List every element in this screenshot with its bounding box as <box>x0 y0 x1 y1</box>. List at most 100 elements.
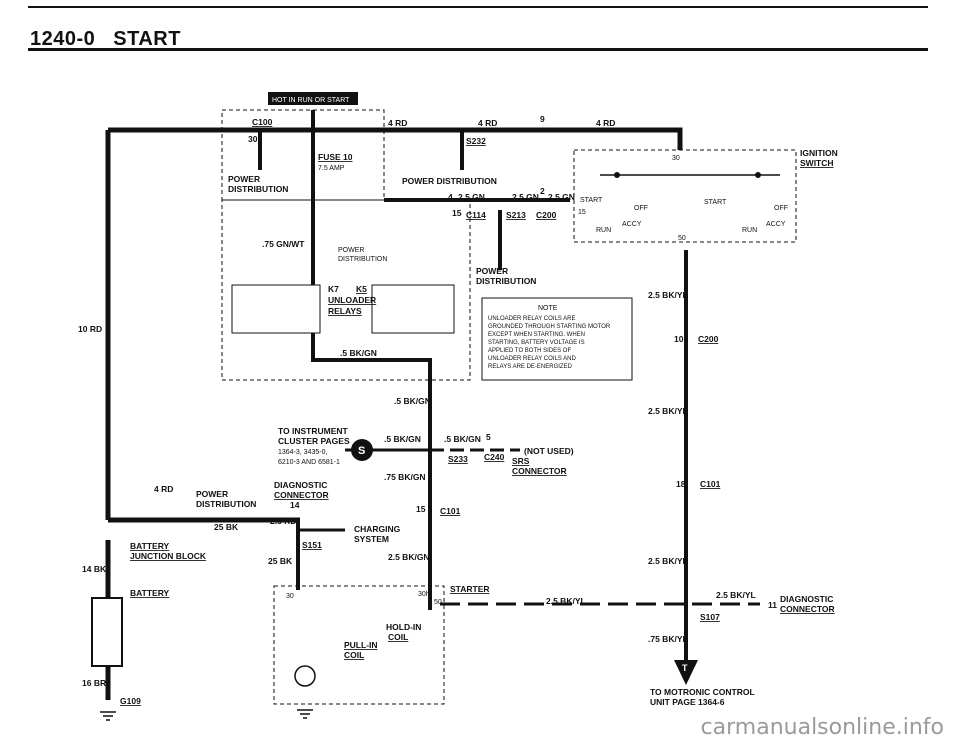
lbl-pin15b: 15 <box>578 209 586 216</box>
lbl-bkyl-c: 2.5 BK/YL <box>648 556 688 566</box>
lbl-s233: S233 <box>448 454 468 464</box>
lbl-75bkgn: .75 BK/GN <box>384 472 426 482</box>
wire-4rd <box>108 127 683 150</box>
page-title: START <box>113 28 181 50</box>
lbl-25bkgn: 2.5 BK/GN <box>388 552 430 562</box>
lbl-unit-page: UNIT PAGE 1364-6 <box>650 697 725 707</box>
lbl-pdist-small: POWER <box>338 247 364 254</box>
lbl-power: POWER <box>228 174 260 184</box>
lbl-c200a: C200 <box>536 210 557 220</box>
lbl-switch: SWITCH <box>800 158 834 168</box>
lbl-pin30h: 30h <box>418 591 430 598</box>
lbl-pin50b: 50 <box>434 599 442 606</box>
lbl-5bkgn-c: .5 BK/GN <box>384 434 421 444</box>
s-badge: S <box>358 445 365 457</box>
lbl-accy-a: ACCY <box>622 221 642 228</box>
lbl-power-b2: DISTRIBUTION <box>476 276 536 286</box>
lbl-pdist-small2: DISTRIBUTION <box>338 256 387 263</box>
lbl-not-used: (NOT USED) <box>524 446 574 456</box>
motor-symbol <box>294 665 316 687</box>
lbl-bkyl-b: 2.5 BK/YL <box>648 406 688 416</box>
lbl-run-a: RUN <box>596 227 611 234</box>
lbl-5bkgn-d: .5 BK/GN <box>444 434 481 444</box>
lbl-relays: RELAYS <box>328 306 362 316</box>
top-rule <box>28 6 928 8</box>
wire-gn <box>311 110 432 610</box>
lbl-c114: C114 <box>466 210 486 220</box>
lbl-c101b: C101 <box>440 506 461 516</box>
lbl-system: SYSTEM <box>354 534 389 544</box>
relay-box <box>221 199 471 381</box>
ignition-switch-box <box>573 149 797 243</box>
lbl-power-b: POWER <box>476 266 508 276</box>
ground-g109 <box>100 711 116 721</box>
lbl-s151: S151 <box>302 540 322 550</box>
note-line: APPLIED TO BOTH SIDES OF <box>488 348 571 354</box>
note-line: UNLOADER RELAY COILS ARE <box>488 316 575 322</box>
lbl-holdin: HOLD-IN <box>386 622 421 632</box>
lbl-starter: STARTER <box>450 584 490 594</box>
hot-badge-bg <box>268 92 358 105</box>
lbl-fuse: FUSE 10 <box>318 152 353 162</box>
lbl-pin50: 50 <box>678 235 686 242</box>
lbl-c101a: C101 <box>700 479 721 489</box>
lbl-bkyl-a: 2.5 BK/YL <box>648 290 688 300</box>
lbl-accy-b: ACCY <box>766 221 786 228</box>
lbl-charging: CHARGING <box>354 524 401 534</box>
lbl-srs-conn: CONNECTOR <box>512 466 567 476</box>
lbl-pin30: 30 <box>248 134 258 144</box>
lbl-10rd: 10 RD <box>78 324 102 334</box>
note-box <box>481 297 633 381</box>
lbl-to-inst: TO INSTRUMENT <box>278 426 349 436</box>
lbl-power-c2: DISTRIBUTION <box>196 499 256 509</box>
lbl-25gn-b: 2.5 GN <box>512 192 539 202</box>
lbl-pullin: PULL-IN <box>344 640 378 650</box>
page-code: 1240-0 <box>30 28 96 50</box>
ground-starter <box>297 709 313 719</box>
lbl-14bk: 14 BK <box>82 564 107 574</box>
lbl-coil-a: COIL <box>388 632 408 642</box>
lbl-pin30b: 30 <box>672 155 680 162</box>
lbl-4rd: 4 RD <box>154 484 173 494</box>
hot-badge: HOT IN RUN OR START <box>272 97 350 104</box>
lbl-pin10: 10 <box>674 334 684 344</box>
page-header: 1240-0 START <box>30 28 199 51</box>
lbl-pin15c: 15 <box>416 504 426 514</box>
lbl-pages2: 6210-3 AND 6581-1 <box>278 459 340 466</box>
battery-symbol <box>91 597 123 667</box>
note-title: NOTE <box>538 305 558 312</box>
lbl-pin9: 9 <box>540 114 545 124</box>
lbl-c200b: C200 <box>698 334 719 344</box>
lbl-c100: C100 <box>252 117 273 127</box>
lbl-pin15a: 15 <box>452 208 462 218</box>
lbl-pin4: 4 <box>448 192 453 202</box>
lbl-75bkyl: .75 BK/YL <box>648 634 688 644</box>
lbl-25gn-a: 2.5 GN <box>458 192 485 202</box>
lbl-ignition: IGNITION <box>800 148 838 158</box>
lbl-off-b: OFF <box>774 205 788 212</box>
lbl-75gnwt: .75 GN/WT <box>262 239 305 249</box>
lbl-diag-conn: CONNECTOR <box>274 490 329 500</box>
lbl-4rd-a: 4 RD <box>388 118 407 128</box>
lbl-start-a: START <box>580 197 603 204</box>
lbl-pin2: 2 <box>540 186 545 196</box>
lbl-k7: K7 <box>328 284 339 294</box>
s-badge-bg <box>351 439 373 461</box>
lbl-diag-conn-b: CONNECTOR <box>780 604 835 614</box>
header-rule <box>28 48 928 51</box>
note-line: RELAYS ARE DE-ENERGIZED <box>488 364 573 370</box>
lbl-to-motronic: TO MOTRONIC CONTROL <box>650 687 755 697</box>
lbl-4rd-c: 4 RD <box>596 118 615 128</box>
lbl-c240: C240 <box>484 452 505 462</box>
lbl-25rd: 2.5 RD <box>270 516 296 526</box>
lbl-pin14: 14 <box>290 500 300 510</box>
lbl-run-b: RUN <box>742 227 757 234</box>
starter-box <box>273 585 445 705</box>
t-badge-bg <box>674 660 698 685</box>
lbl-pin30c: 30 <box>286 593 294 600</box>
lbl-pages1: 1364-3, 3435-0, <box>278 449 327 456</box>
relay-k5 <box>371 284 455 334</box>
note-line: GROUNDED THROUGH STARTING MOTOR <box>488 324 611 330</box>
lbl-srs: SRS <box>512 456 530 466</box>
